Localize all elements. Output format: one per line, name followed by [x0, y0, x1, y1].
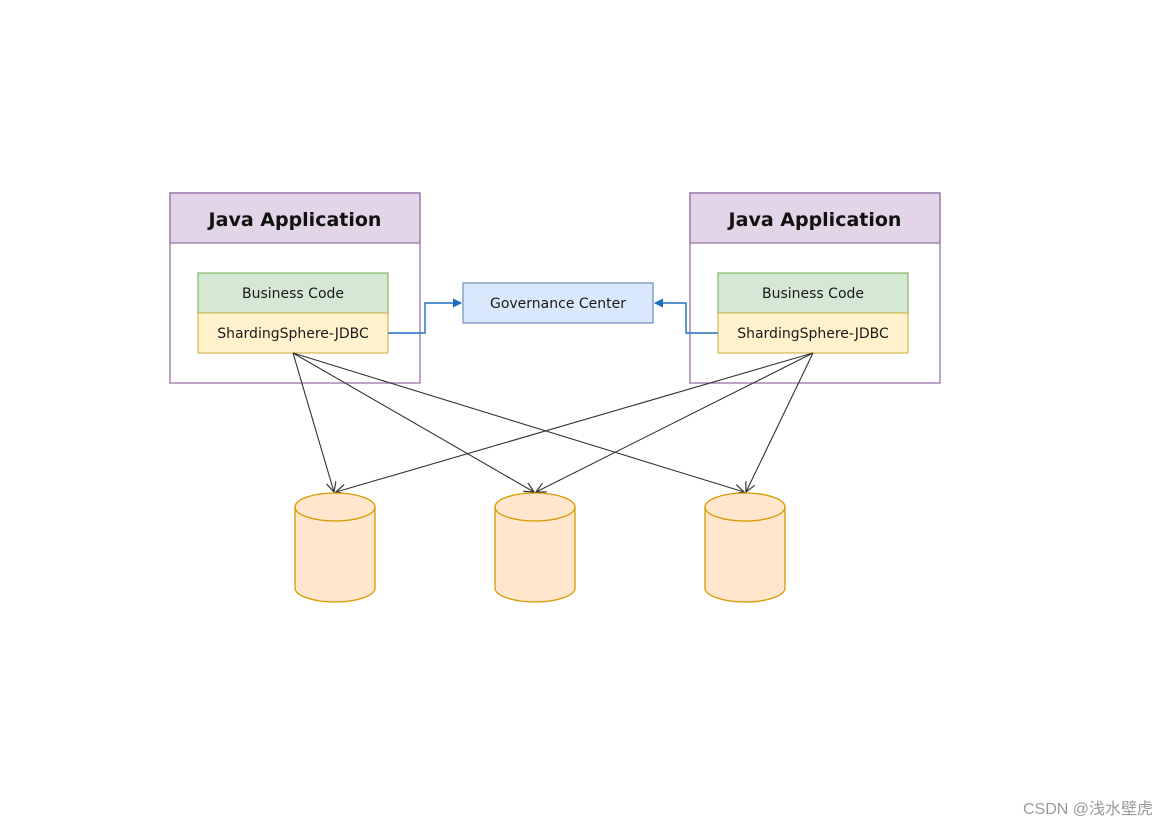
app-header [169, 192, 421, 244]
business-code-label: Business Code [762, 286, 864, 302]
database-top [704, 492, 786, 522]
sharding-jdbc-label: ShardingSphere-JDBC [217, 326, 369, 342]
governance-center: Governance Center [462, 282, 654, 324]
java-application-right: Java Application Business Code ShardingS… [689, 192, 941, 384]
connector-left-to-governance [388, 303, 461, 334]
arrow-left-jdbc-to-db-3 [292, 352, 744, 492]
database-body [294, 507, 376, 603]
database-top [294, 492, 376, 522]
app-header [689, 192, 941, 244]
database-3 [704, 492, 786, 603]
watermark: CSDN @浅水壁虎 [1022, 801, 1153, 818]
sharding-jdbc-label: ShardingSphere-JDBC [737, 326, 889, 342]
arrow-right-jdbc-to-db-2 [536, 352, 814, 492]
database-2 [494, 492, 576, 603]
business-code-box [197, 272, 389, 314]
arrow-left-jdbc-to-db-1 [292, 352, 334, 492]
business-code-label: Business Code [242, 286, 344, 302]
app-title: Java Application [727, 209, 902, 231]
java-application-left: Java Application Business Code ShardingS… [169, 192, 421, 384]
arrow-right-jdbc-to-db-1 [336, 352, 814, 492]
app-title: Java Application [207, 209, 382, 231]
database-top [494, 492, 576, 522]
database-1 [294, 492, 376, 603]
governance-center-box [462, 282, 654, 324]
governance-center-label: Governance Center [490, 296, 626, 312]
sharding-jdbc-box [197, 312, 389, 354]
business-code-box [717, 272, 909, 314]
sharding-jdbc-box [717, 312, 909, 354]
arrow-left-jdbc-to-db-2 [292, 352, 534, 492]
database-body [494, 507, 576, 603]
connector-right-to-governance [655, 303, 718, 334]
arrow-right-jdbc-to-db-3 [746, 352, 814, 492]
database-body [704, 507, 786, 603]
